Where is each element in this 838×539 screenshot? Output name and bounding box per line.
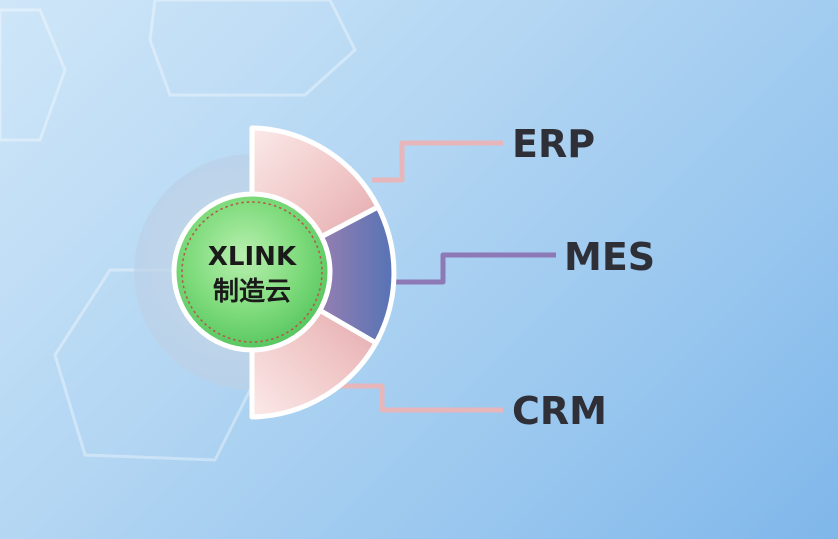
crm-label: CRM	[512, 389, 607, 433]
hub-circle	[171, 191, 333, 353]
hexagon-top-right	[148, 0, 357, 97]
erp-connector-line	[372, 140, 503, 183]
mes-label: MES	[564, 235, 655, 279]
hub-dotted-ring	[181, 201, 323, 343]
hub[interactable]: XLINK 制造云	[171, 191, 333, 353]
hub-subtitle: 制造云	[213, 277, 291, 307]
hub-title: XLINK	[208, 242, 297, 272]
hexagon-left-edge	[0, 8, 67, 142]
mes-connector-line	[396, 252, 556, 285]
crm-connector-line	[322, 383, 503, 413]
erp-label: ERP	[512, 122, 595, 166]
